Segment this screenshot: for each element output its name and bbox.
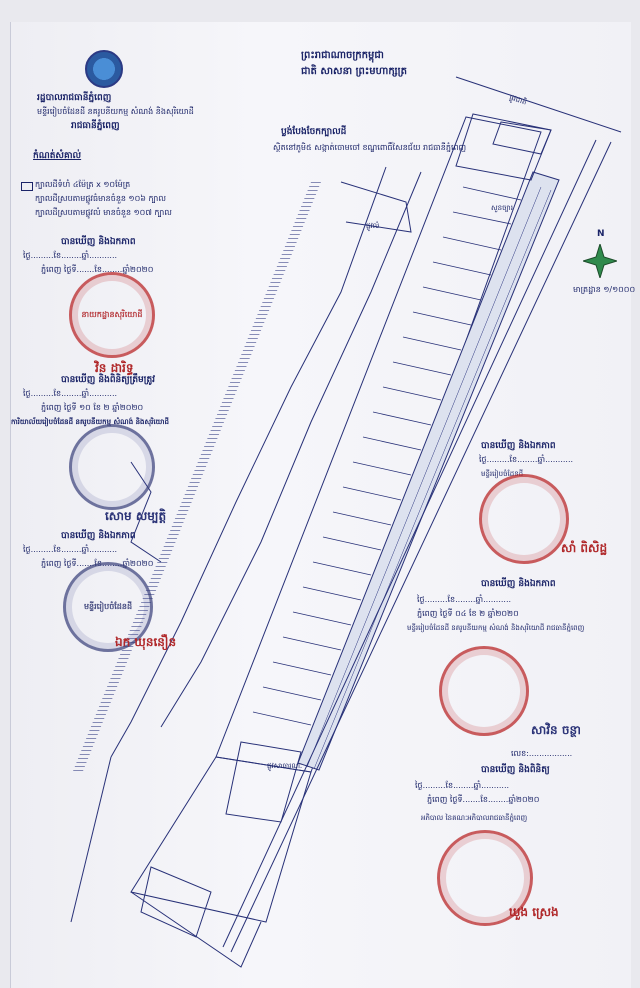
approval-6-title: បានឃើញ និងពិនិត្យ	[481, 765, 550, 775]
map-scale: មាត្រដ្ឋាន ១/១០០០	[573, 285, 636, 294]
approval-5-org: មន្ទីររៀបចំដែនដី នគរូបនីយកម្ម សំណង់ និងស…	[407, 624, 585, 632]
approval-6-stamp	[437, 830, 533, 926]
approval-4-stamp	[479, 474, 569, 564]
approval-5-line: ថ្ងៃ.........ខែ........ឆ្នាំ...........	[417, 595, 512, 604]
approval-2-signatory: សោម សម្បត្តិ	[105, 509, 167, 523]
land-plot-map	[70, 76, 622, 968]
approval-4-org: មន្ទីររៀបចំដែនដី	[481, 470, 524, 478]
legend-item-3: ក្បាលដីស្របតាមផ្លូវលំ មានចំនួន ១០៧ ក្បាល	[35, 208, 172, 217]
approval-6-line: ថ្ងៃ.........ខែ........ឆ្នាំ...........	[415, 781, 510, 790]
approval-1-signatory: វិន ដារិទ្ធ	[95, 361, 134, 375]
approval-3-line: ថ្ងៃ.........ខែ........ឆ្នាំ...........	[23, 545, 118, 554]
approval-3-signatory: ឯក ឃុននឿន	[115, 635, 177, 649]
approval-2-org: ការិយាល័យរៀបចំដែនដី នគរូបនីយកម្ម សំណង់ ន…	[11, 418, 169, 426]
legend-item-1: ក្បាលដីទំហំ ៤ម៉ែត្រ x ១០ម៉ែត្រ	[35, 180, 131, 189]
approval-6-ref: លេខ:.................	[511, 749, 573, 758]
ministry-emblem-icon	[85, 50, 123, 88]
approval-6-date: ភ្នំពេញ ថ្ងៃទី.......ខែ........ឆ្នាំ២០២០	[427, 795, 540, 804]
plan-location: ស្ថិតនៅភូមិ៥ សង្កាត់ចោមចៅ ខណ្ឌពោធិ៍សែនជ័…	[273, 143, 467, 152]
approval-6-signatory: ឃួង ស្រេង	[509, 905, 559, 919]
public-road-label: ផ្លូវសាធារណៈ	[267, 762, 303, 770]
approval-2-title: បានឃើញ និងពិនិត្យត្រឹមត្រូវ	[61, 375, 156, 385]
plan-subtitle: ប្លង់បែងចែកក្បាលដី	[281, 127, 347, 137]
approval-5-title: បានឃើញ និងឯកភាព	[481, 579, 556, 589]
legend-item-2: ក្បាលដីស្របតាមផ្លូវធំមានចំនួន ១០៦ ក្បាល	[35, 194, 166, 203]
approval-3-title: បានឃើញ និងឯកភាព	[61, 531, 136, 541]
legend-lot-box-icon	[21, 182, 33, 191]
motto: ជាតិ សាសនា ព្រះមហាក្សត្រ	[301, 66, 407, 77]
approval-2-date: ភ្នំពេញ ថ្ងៃទី ១០ ខែ ២ ឆ្នាំ២០២០	[41, 403, 144, 412]
approval-1-line: ថ្ងៃ.........ខែ........ឆ្នាំ...........	[23, 251, 118, 260]
kingdom-heading: ព្រះរាជាណាចក្រកម្ពុជា	[301, 50, 384, 61]
authority-line-3: រាជធានីភ្នំពេញ	[71, 121, 120, 131]
approval-3-stamp: មន្ទីររៀបចំដែនដី	[63, 562, 153, 652]
approval-1-stamp: នាយកដ្ឋានសុរិយោដី	[69, 272, 155, 358]
legend-title: កំណត់សំគាល់	[33, 151, 82, 161]
approval-2-line: ថ្ងៃ.........ខែ........ឆ្នាំ...........	[23, 389, 118, 398]
approval-4-line: ថ្ងៃ.........ខែ........ឆ្នាំ...........	[479, 455, 574, 464]
approval-6-org: អភិបាល នៃគណៈអភិបាលរាជធានីភ្នំពេញ	[421, 814, 528, 822]
approval-4-title: បានឃើញ និងឯកភាព	[481, 441, 556, 451]
north-label: N	[597, 229, 605, 239]
approval-5-signatory: សាវិន ចន្ថា	[531, 723, 581, 737]
approval-2-stamp	[69, 424, 155, 510]
approval-5-stamp	[439, 646, 529, 736]
approval-4-signatory: សាំ ពិសិដ្ឋ	[561, 541, 608, 555]
authority-line-1: រដ្ឋបាលរាជធានីភ្នំពេញ	[37, 93, 112, 103]
approval-1-title: បានឃើញ និងឯកភាព	[61, 237, 136, 247]
plan-sheet: ព្រះរាជាណាចក្រកម្ពុជា ជាតិ សាសនា ព្រះមហា…	[10, 22, 635, 988]
road-small-label: ផ្លូវលំ	[366, 222, 380, 230]
approval-5-date: ភ្នំពេញ ថ្ងៃទី ០៤ ខែ ២ ឆ្នាំ២០២០	[417, 609, 519, 618]
compass-rose-icon	[583, 244, 617, 278]
approval-1-date: ភ្នំពេញ ថ្ងៃទី.......ខែ........ឆ្នាំ២០២០	[41, 265, 154, 274]
park-label: សួនច្បារ	[491, 204, 513, 212]
authority-line-2: មន្ទីររៀបចំដែនដី នគរូបនីយកម្ម សំណង់ និងស…	[37, 107, 194, 116]
